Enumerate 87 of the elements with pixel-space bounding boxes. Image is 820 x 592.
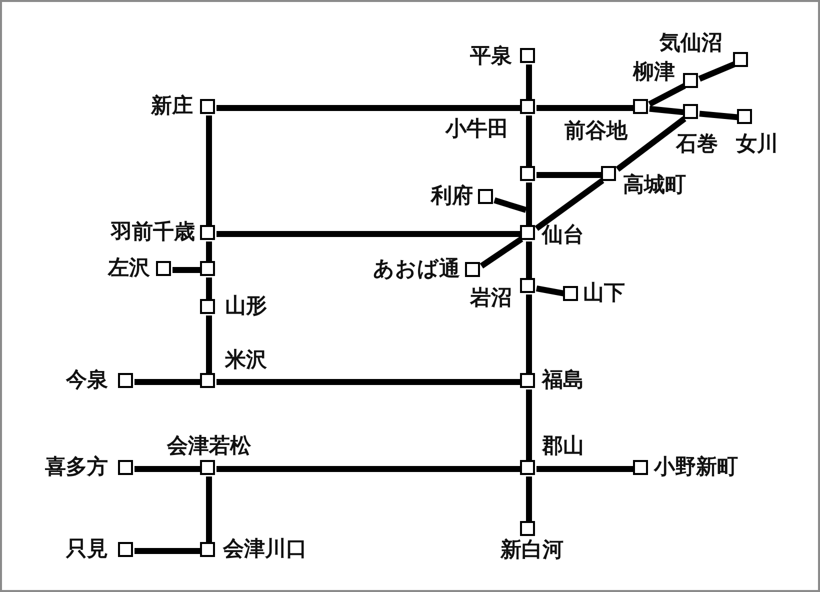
station-label: 小野新町 bbox=[654, 456, 738, 478]
station-marker-icon bbox=[200, 542, 214, 556]
station-marker-icon bbox=[562, 286, 578, 300]
station-label: 左沢 bbox=[108, 258, 150, 278]
station-label: 郡山 bbox=[542, 436, 584, 456]
station-label: 小牛田 bbox=[446, 118, 508, 140]
rail-line bbox=[536, 105, 634, 111]
station-label: 利府 bbox=[431, 186, 473, 206]
station-label: 岩沼 bbox=[470, 288, 512, 308]
station-label: 仙台 bbox=[542, 224, 584, 246]
station-label: 気仙沼 bbox=[660, 32, 722, 54]
station-label: 新庄 bbox=[151, 96, 193, 116]
station-marker-icon bbox=[200, 260, 214, 276]
station-label: あおば通 bbox=[373, 258, 460, 280]
rail-line bbox=[526, 242, 532, 280]
station-label: 山下 bbox=[583, 282, 625, 304]
rail-line bbox=[134, 548, 202, 554]
station-marker-icon bbox=[200, 298, 214, 314]
rail-line bbox=[536, 466, 634, 472]
station-marker-icon bbox=[118, 542, 132, 556]
rail-line bbox=[526, 294, 532, 374]
rail-line bbox=[216, 105, 522, 111]
station-marker-icon bbox=[682, 72, 698, 88]
station-marker-icon bbox=[520, 48, 534, 62]
station-marker-icon bbox=[732, 52, 748, 66]
rail-line bbox=[216, 379, 522, 385]
station-marker-icon bbox=[520, 98, 534, 114]
station-marker-icon bbox=[520, 224, 534, 240]
station-marker-icon bbox=[478, 188, 492, 204]
station-marker-icon bbox=[520, 460, 534, 474]
station-label: 前谷地 bbox=[564, 120, 628, 142]
station-label: 会津若松 bbox=[167, 436, 251, 456]
rail-line bbox=[649, 106, 685, 116]
rail-line bbox=[206, 278, 212, 300]
rail-line bbox=[616, 116, 686, 172]
station-label: 米沢 bbox=[225, 350, 267, 370]
station-label: 柳津 bbox=[633, 62, 675, 82]
station-label: 山形 bbox=[225, 296, 267, 316]
station-marker-icon bbox=[118, 372, 132, 388]
station-marker-icon bbox=[200, 460, 214, 474]
rail-line bbox=[536, 172, 602, 178]
rail-line bbox=[494, 197, 527, 213]
station-marker-icon bbox=[200, 98, 214, 114]
rail-line bbox=[526, 116, 532, 168]
rail-line bbox=[699, 110, 739, 120]
rail-line bbox=[206, 316, 212, 374]
station-marker-icon bbox=[682, 104, 698, 118]
rail-line bbox=[206, 476, 212, 544]
rail-line bbox=[206, 242, 212, 262]
rail-line bbox=[216, 231, 522, 237]
rail-line bbox=[172, 267, 202, 273]
station-marker-icon bbox=[200, 372, 214, 388]
rail-line bbox=[648, 83, 686, 107]
station-label: 石巻 bbox=[676, 134, 718, 154]
rail-line bbox=[134, 379, 202, 385]
station-label: 今泉 bbox=[66, 370, 108, 390]
station-label: 喜多方 bbox=[45, 456, 108, 478]
rail-line bbox=[206, 116, 212, 226]
rail-line bbox=[480, 236, 524, 268]
station-marker-icon bbox=[520, 278, 534, 292]
station-label: 会津川口 bbox=[223, 538, 307, 560]
station-marker-icon bbox=[200, 224, 214, 240]
station-label: 福島 bbox=[542, 370, 584, 390]
station-marker-icon bbox=[736, 108, 752, 124]
rail-line bbox=[526, 64, 532, 100]
station-marker-icon bbox=[520, 372, 534, 388]
station-marker-icon bbox=[632, 98, 648, 114]
station-label: 平泉 bbox=[470, 46, 512, 66]
station-label: 只見 bbox=[66, 538, 108, 560]
rail-line bbox=[526, 476, 532, 522]
station-marker-icon bbox=[632, 460, 648, 474]
rail-line bbox=[526, 182, 532, 226]
rail-line bbox=[534, 178, 604, 231]
station-label: 高城町 bbox=[623, 174, 686, 196]
station-marker-icon bbox=[464, 262, 480, 276]
station-marker-icon bbox=[520, 520, 534, 536]
station-marker-icon bbox=[156, 260, 170, 276]
rail-line bbox=[526, 390, 532, 462]
station-marker-icon bbox=[600, 166, 616, 180]
station-label: 女川 bbox=[736, 134, 778, 154]
rail-line bbox=[216, 466, 522, 472]
station-label: 羽前千歳 bbox=[111, 222, 195, 242]
rail-line bbox=[134, 466, 202, 472]
station-label: 新白河 bbox=[500, 540, 564, 560]
rail-line bbox=[698, 61, 736, 82]
station-marker-icon bbox=[118, 460, 132, 474]
station-marker-icon bbox=[520, 166, 534, 180]
